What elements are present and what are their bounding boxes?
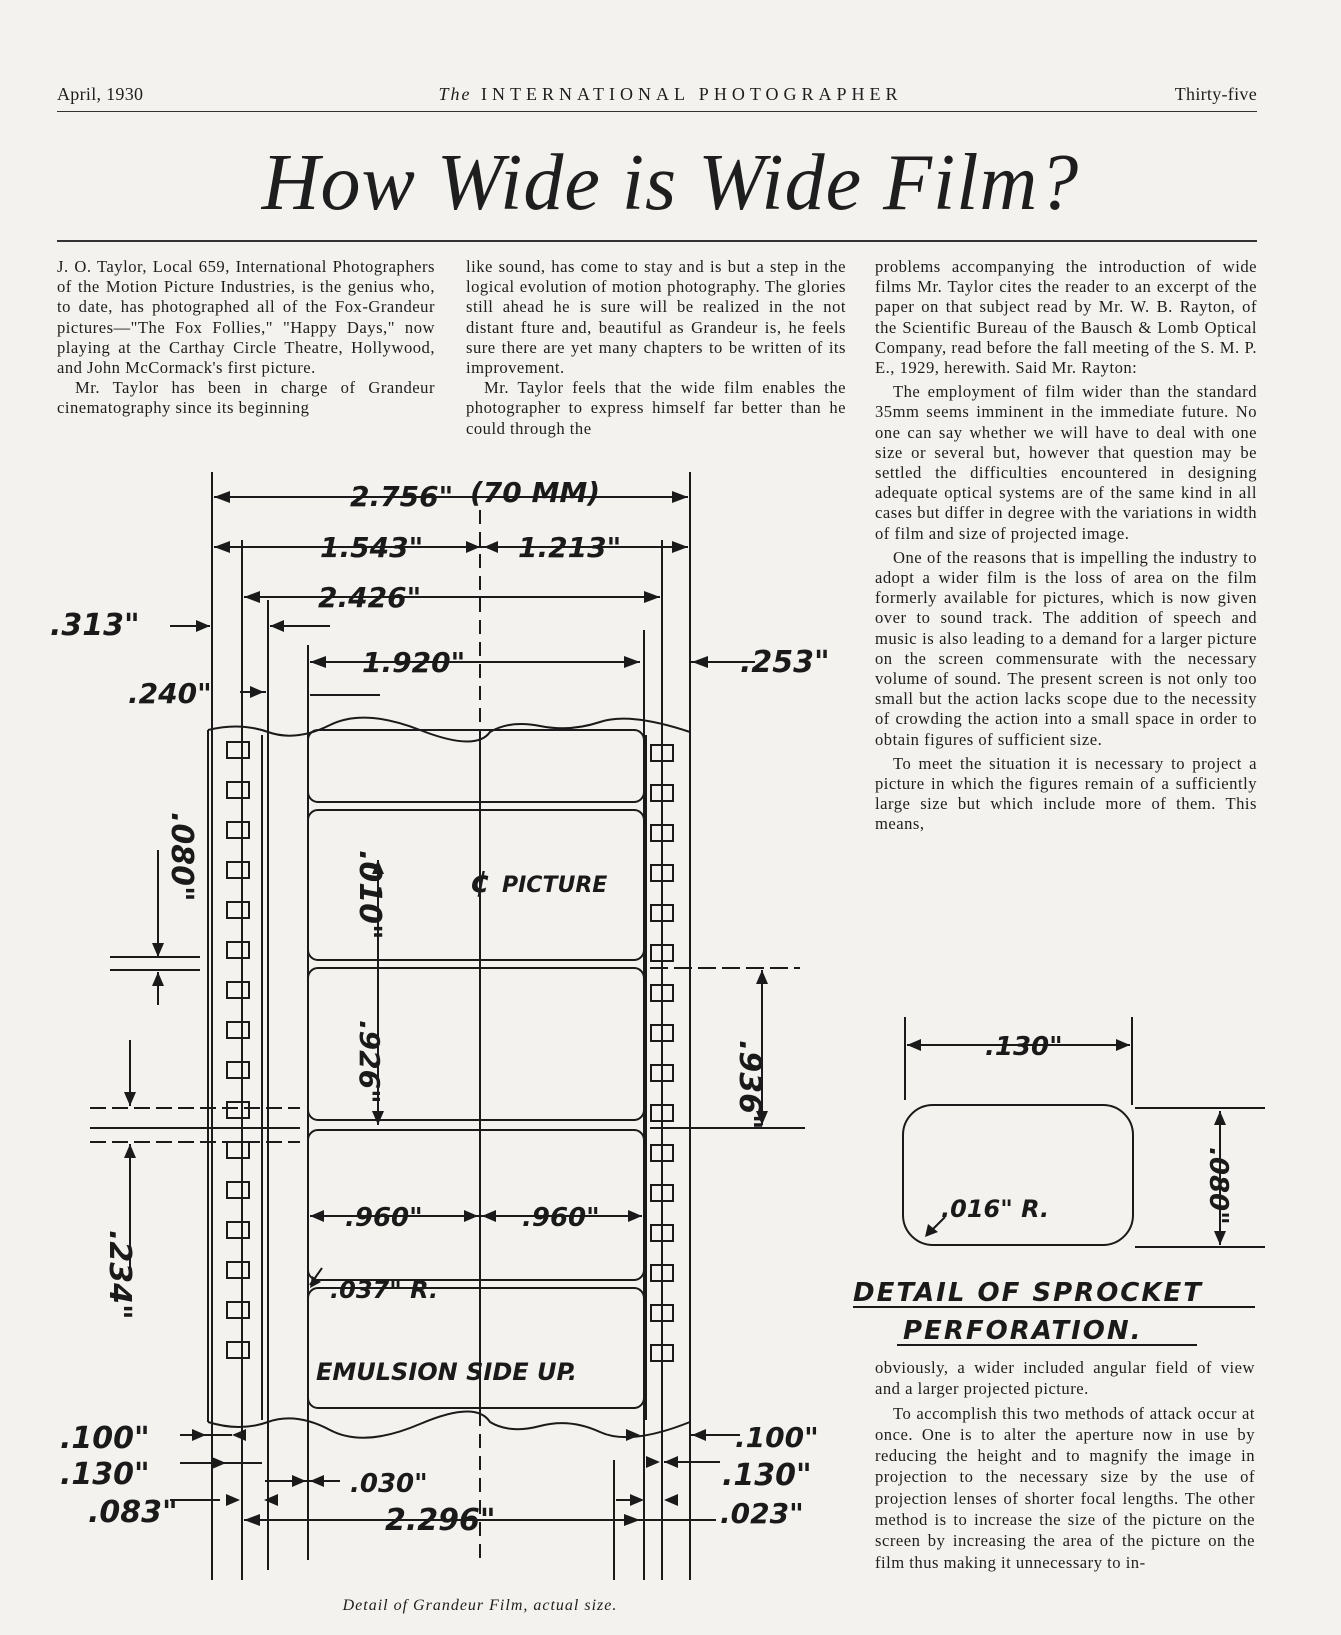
col2-para-1: like sound, has come to stay and is but …: [466, 257, 846, 378]
dim-080: .080": [164, 812, 199, 902]
label-emulsion-side-up: EMULSION SIDE UP.: [316, 1358, 577, 1386]
sprocket-title-line-2: PERFORATION.: [903, 1316, 1143, 1346]
dim-130-right: .130": [722, 1458, 812, 1493]
dim-037r: .037" R.: [330, 1276, 438, 1304]
label-picture: PICTURE: [502, 873, 607, 898]
dim-1543: 1.543": [320, 531, 423, 564]
header-the: The: [438, 84, 472, 104]
header-rule: [57, 111, 1257, 112]
dim-100-left: .100": [60, 1421, 150, 1456]
left-perforations: [226, 741, 250, 1359]
dim-313: .313": [50, 608, 140, 643]
column-3-bottom: obviously, a wider included angular fiel…: [875, 1357, 1255, 1573]
dim-023: .023": [720, 1497, 804, 1530]
col3-para-2: The employment of film wider than the st…: [875, 382, 1257, 543]
dim-2426: 2.426": [318, 581, 421, 614]
centerline-symbol: ¢: [470, 865, 491, 900]
header-page-number: Thirty-five: [1174, 84, 1257, 104]
col3-para-5: obviously, a wider included angular fiel…: [875, 1358, 1255, 1399]
dim-083: .083": [88, 1495, 178, 1530]
dim-010: .010": [352, 850, 387, 940]
dim-sprocket-080: .080": [1203, 1147, 1233, 1225]
header-magazine-name: INTERNATIONAL PHOTOGRAPHER: [481, 84, 903, 104]
article-title: How Wide is Wide Film?: [261, 139, 1080, 227]
dim-1920: 1.920": [362, 646, 465, 679]
sprocket-diagram: .130" .080" .016" R. DETAIL OF SPROCKET …: [853, 1017, 1265, 1346]
col1-para-1: J. O. Taylor, Local 659, International P…: [57, 257, 435, 378]
col3-para-6: To accomplish this two methods of attack…: [875, 1403, 1255, 1572]
right-perforations: [650, 744, 674, 1362]
header-magazine: The INTERNATIONAL PHOTOGRAPHER: [0, 84, 1341, 105]
title-rule: [57, 240, 1257, 242]
col3-para-1: problems accompanying the introduction o…: [875, 257, 1257, 378]
dim-936: .936": [732, 1040, 767, 1130]
column-2: like sound, has come to stay and is but …: [466, 257, 846, 439]
column-1: J. O. Taylor, Local 659, International P…: [57, 257, 435, 419]
film-diagram: 2.756" (70 MM) 1.543" 1.213" 2.426" .313…: [50, 472, 830, 1580]
col3-para-4: To meet the situation it is necessary to…: [875, 753, 1257, 834]
col1-para-2: Mr. Taylor has been in charge of Grandeu…: [57, 378, 435, 418]
sprocket-title-line-1: DETAIL OF SPROCKET: [853, 1278, 1203, 1308]
dim-926: .926": [353, 1020, 386, 1104]
header-date: April, 1930: [57, 84, 144, 104]
dim-960-right: .960": [522, 1203, 600, 1233]
dim-234: .234": [102, 1230, 137, 1320]
figure-caption: Detail of Grandeur Film, actual size.: [342, 1597, 618, 1614]
dim-030: .030": [350, 1469, 428, 1499]
col2-para-2: Mr. Taylor feels that the wide film enab…: [466, 378, 846, 438]
dim-1213: 1.213": [518, 531, 621, 564]
column-3-top: problems accompanying the introduction o…: [875, 257, 1257, 835]
dim-sprocket-130: .130": [985, 1032, 1063, 1062]
dim-253: .253": [740, 645, 830, 680]
dim-sprocket-016r: .016" R.: [941, 1195, 1049, 1223]
dim-2756: 2.756": [350, 480, 453, 513]
dim-960-left: .960": [345, 1203, 423, 1233]
dim-100-right: .100": [735, 1421, 819, 1454]
dim-70mm: (70 MM): [470, 476, 600, 509]
dim-130-left: .130": [60, 1457, 150, 1492]
dim-240: .240": [128, 677, 212, 710]
col3-para-3: One of the reasons that is impelling the…: [875, 547, 1257, 749]
dim-2296: 2.296": [385, 1503, 496, 1538]
